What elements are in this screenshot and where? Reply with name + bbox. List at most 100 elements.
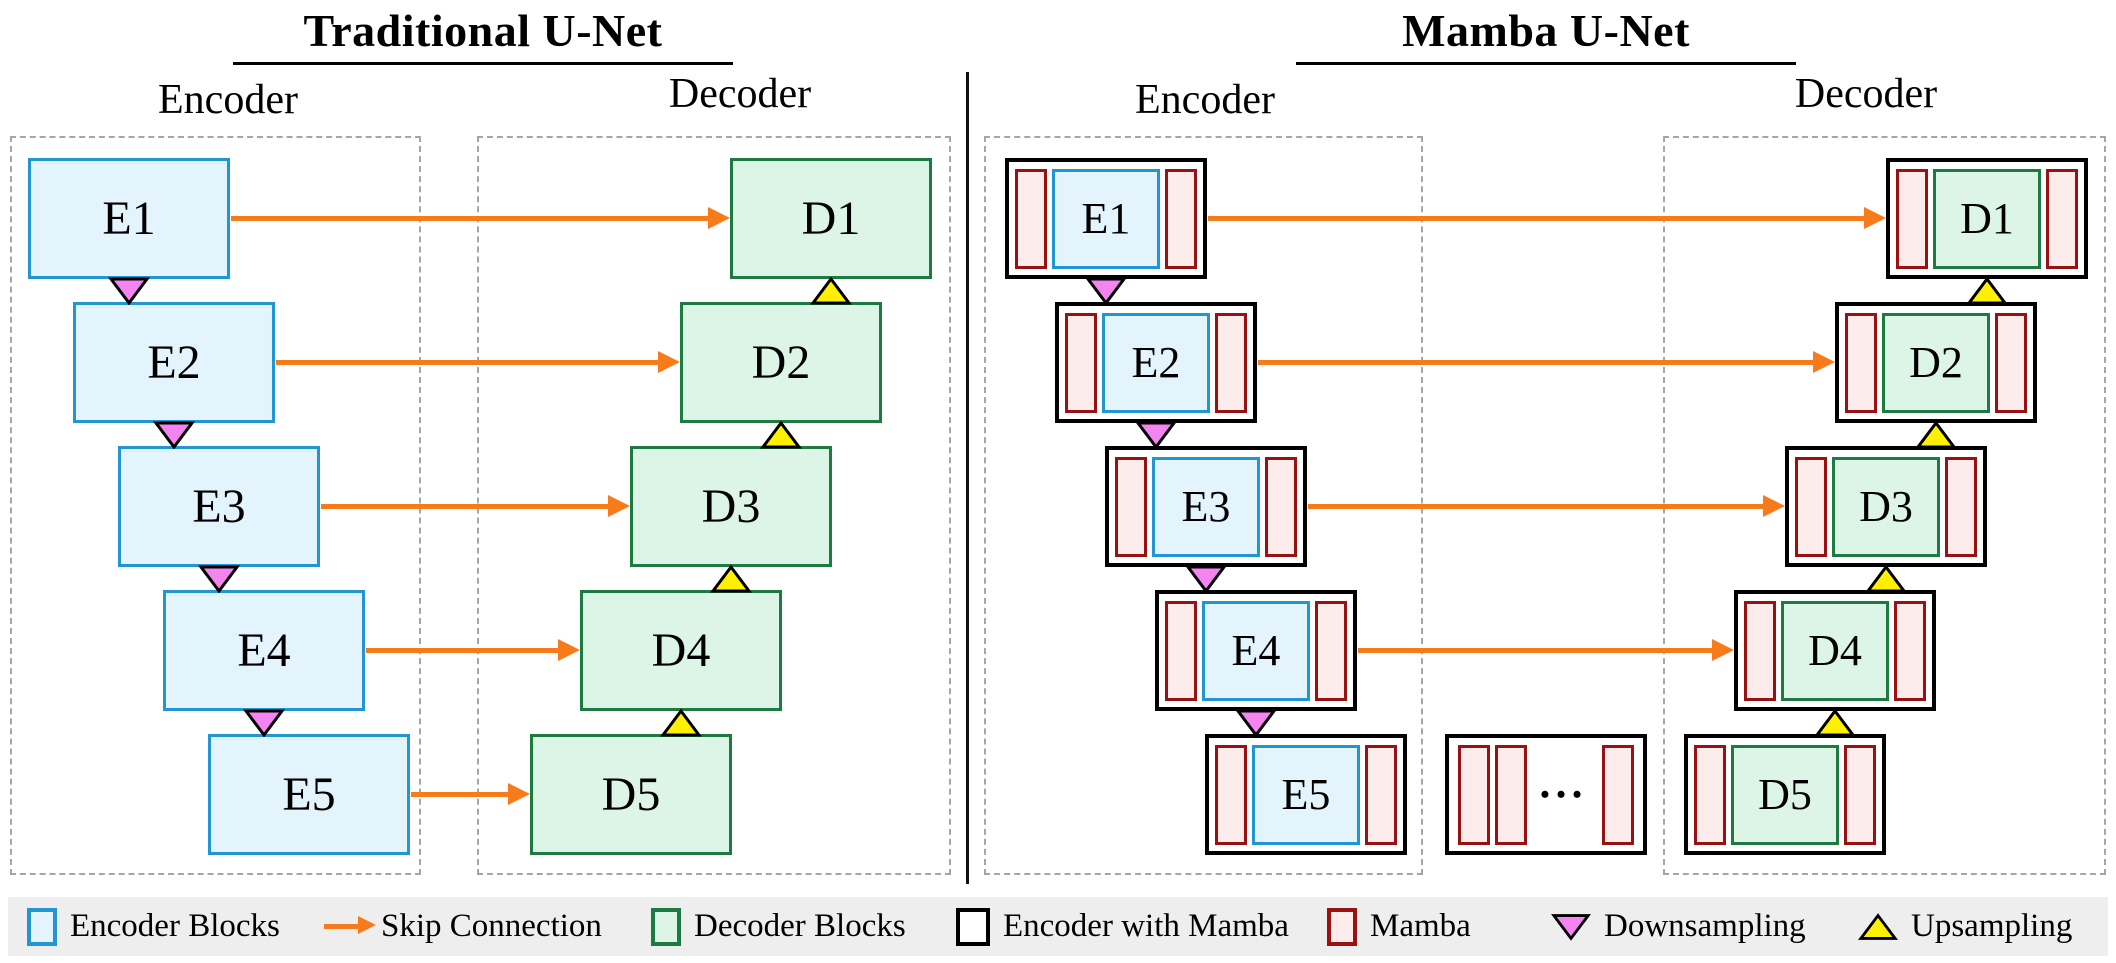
mamba-decoder-block-d3: D3	[1785, 446, 1987, 567]
block-label: E4	[1231, 626, 1281, 675]
upsampling-triangle	[1915, 421, 1957, 449]
mamba-strip	[1215, 312, 1247, 413]
mamba-strip	[1844, 744, 1876, 845]
mamba-encoder-block-e1: E1	[1005, 158, 1207, 279]
traditional-encoder-block-e4: E4	[163, 590, 365, 711]
upsampling-triangle-icon	[1858, 912, 1898, 940]
encoder-block-swatch-icon	[27, 907, 57, 946]
skip-connection-arrow-me1-md1	[1208, 207, 1886, 229]
block-label: D1	[801, 192, 861, 245]
mamba-title-underline	[1296, 62, 1796, 65]
mamba-decoder-block-d1: D1	[1886, 158, 2088, 279]
upsampling-triangle	[1814, 709, 1856, 737]
skip-connection-arrow-icon	[324, 916, 376, 934]
block-label: E5	[1281, 770, 1331, 819]
downsampling-triangle	[108, 277, 150, 305]
encoder-core: E5	[1252, 744, 1360, 845]
legend-label: Upsampling	[1911, 908, 2073, 944]
downsampling-triangle	[1185, 565, 1227, 593]
mamba-strip	[1602, 744, 1634, 845]
block-label: E2	[147, 336, 201, 389]
upsampling-triangle	[810, 277, 852, 305]
legend-label: Encoder with Mamba	[1003, 908, 1289, 944]
mamba-strip	[1894, 600, 1926, 701]
traditional-decoder-block-d5: D5	[530, 734, 732, 855]
decoder-core: D1	[1933, 168, 2041, 269]
upsampling-triangle	[660, 709, 702, 737]
block-label: E4	[237, 624, 291, 677]
mamba-decoder-block-d4: D4	[1734, 590, 1936, 711]
upsampling-triangle	[1966, 277, 2008, 305]
skip-connection-arrow-e2-d2	[276, 351, 680, 373]
mamba-strip	[1115, 456, 1147, 557]
downsampling-triangle	[1085, 277, 1127, 305]
block-label: E2	[1131, 338, 1181, 387]
mamba-strip	[1694, 744, 1726, 845]
mamba-unet-title: Mamba U-Net	[1402, 5, 1690, 56]
skip-connection-arrow-e1-d1	[231, 207, 730, 229]
mamba-strip	[2046, 168, 2078, 269]
skip-connection-arrow-e3-d3	[321, 495, 630, 517]
encoder-with-mamba-swatch-icon	[956, 907, 990, 946]
mamba-decoder-header: Decoder	[1794, 71, 1938, 117]
mamba-decoder-block-d5: D5	[1684, 734, 1886, 855]
legend-label: Decoder Blocks	[694, 908, 906, 944]
traditional-title-underline	[233, 62, 733, 65]
ellipsis-dots: •••	[1540, 779, 1589, 809]
mamba-strip	[1215, 744, 1247, 845]
mamba-strip	[1315, 600, 1347, 701]
block-label: E1	[1081, 194, 1131, 243]
encoder-core: E3	[1152, 456, 1260, 557]
mamba-strip	[1945, 456, 1977, 557]
mamba-swatch-icon	[1327, 907, 1357, 946]
block-label: D4	[651, 624, 711, 677]
mamba-strip	[1458, 744, 1490, 845]
legend-item-encoder-blocks: Encoder Blocks	[27, 897, 280, 956]
decoder-core: D4	[1781, 600, 1889, 701]
traditional-encoder-header: Encoder	[158, 77, 298, 123]
legend-label: Downsampling	[1604, 908, 1806, 944]
block-label: E3	[1181, 482, 1231, 531]
skip-connection-arrow-me3-md3	[1308, 495, 1785, 517]
block-label: D2	[751, 336, 811, 389]
mamba-strip	[1845, 312, 1877, 413]
mamba-strip	[1495, 744, 1527, 845]
traditional-encoder-block-e5: E5	[208, 734, 410, 855]
downsampling-triangle	[243, 709, 285, 737]
legend-item-mamba: Mamba	[1327, 897, 1471, 956]
legend-label: Encoder Blocks	[70, 908, 280, 944]
skip-connection-arrow-me2-md2	[1258, 351, 1835, 373]
block-label: D2	[1909, 338, 1963, 387]
downsampling-triangle	[153, 421, 195, 449]
mamba-strip	[1065, 312, 1097, 413]
legend-item-skip-connection: Skip Connection	[324, 897, 602, 956]
block-label: D1	[1960, 194, 2014, 243]
mamba-encoder-block-e5: E5	[1205, 734, 1407, 855]
encoder-core: E1	[1052, 168, 1160, 269]
block-label: E1	[102, 192, 156, 245]
mamba-encoder-block-e2: E2	[1055, 302, 1257, 423]
skip-connection-arrow-e4-d4	[366, 639, 580, 661]
legend-item-upsampling: Upsampling	[1858, 897, 2072, 956]
block-label: E5	[282, 768, 336, 821]
traditional-encoder-block-e1: E1	[28, 158, 230, 279]
mamba-encoder-header: Encoder	[1135, 77, 1275, 123]
downsampling-triangle	[198, 565, 240, 593]
mamba-encoder-block-e3: E3	[1105, 446, 1307, 567]
downsampling-triangle-icon	[1551, 913, 1591, 941]
traditional-encoder-block-e2: E2	[73, 302, 275, 423]
skip-connection-arrow-e5-d5	[411, 783, 530, 805]
legend-item-downsampling: Downsampling	[1551, 897, 1806, 956]
legend-label: Mamba	[1370, 908, 1471, 944]
legend-label: Skip Connection	[381, 908, 602, 944]
mamba-strip	[1365, 744, 1397, 845]
traditional-unet-title: Traditional U-Net	[303, 5, 663, 56]
mamba-strip	[1265, 456, 1297, 557]
decoder-core: D5	[1731, 744, 1839, 845]
mamba-strip	[1015, 168, 1047, 269]
section-divider-line	[966, 72, 969, 884]
mamba-strip	[1896, 168, 1928, 269]
block-label: D5	[1758, 770, 1812, 819]
decoder-core: D2	[1882, 312, 1990, 413]
